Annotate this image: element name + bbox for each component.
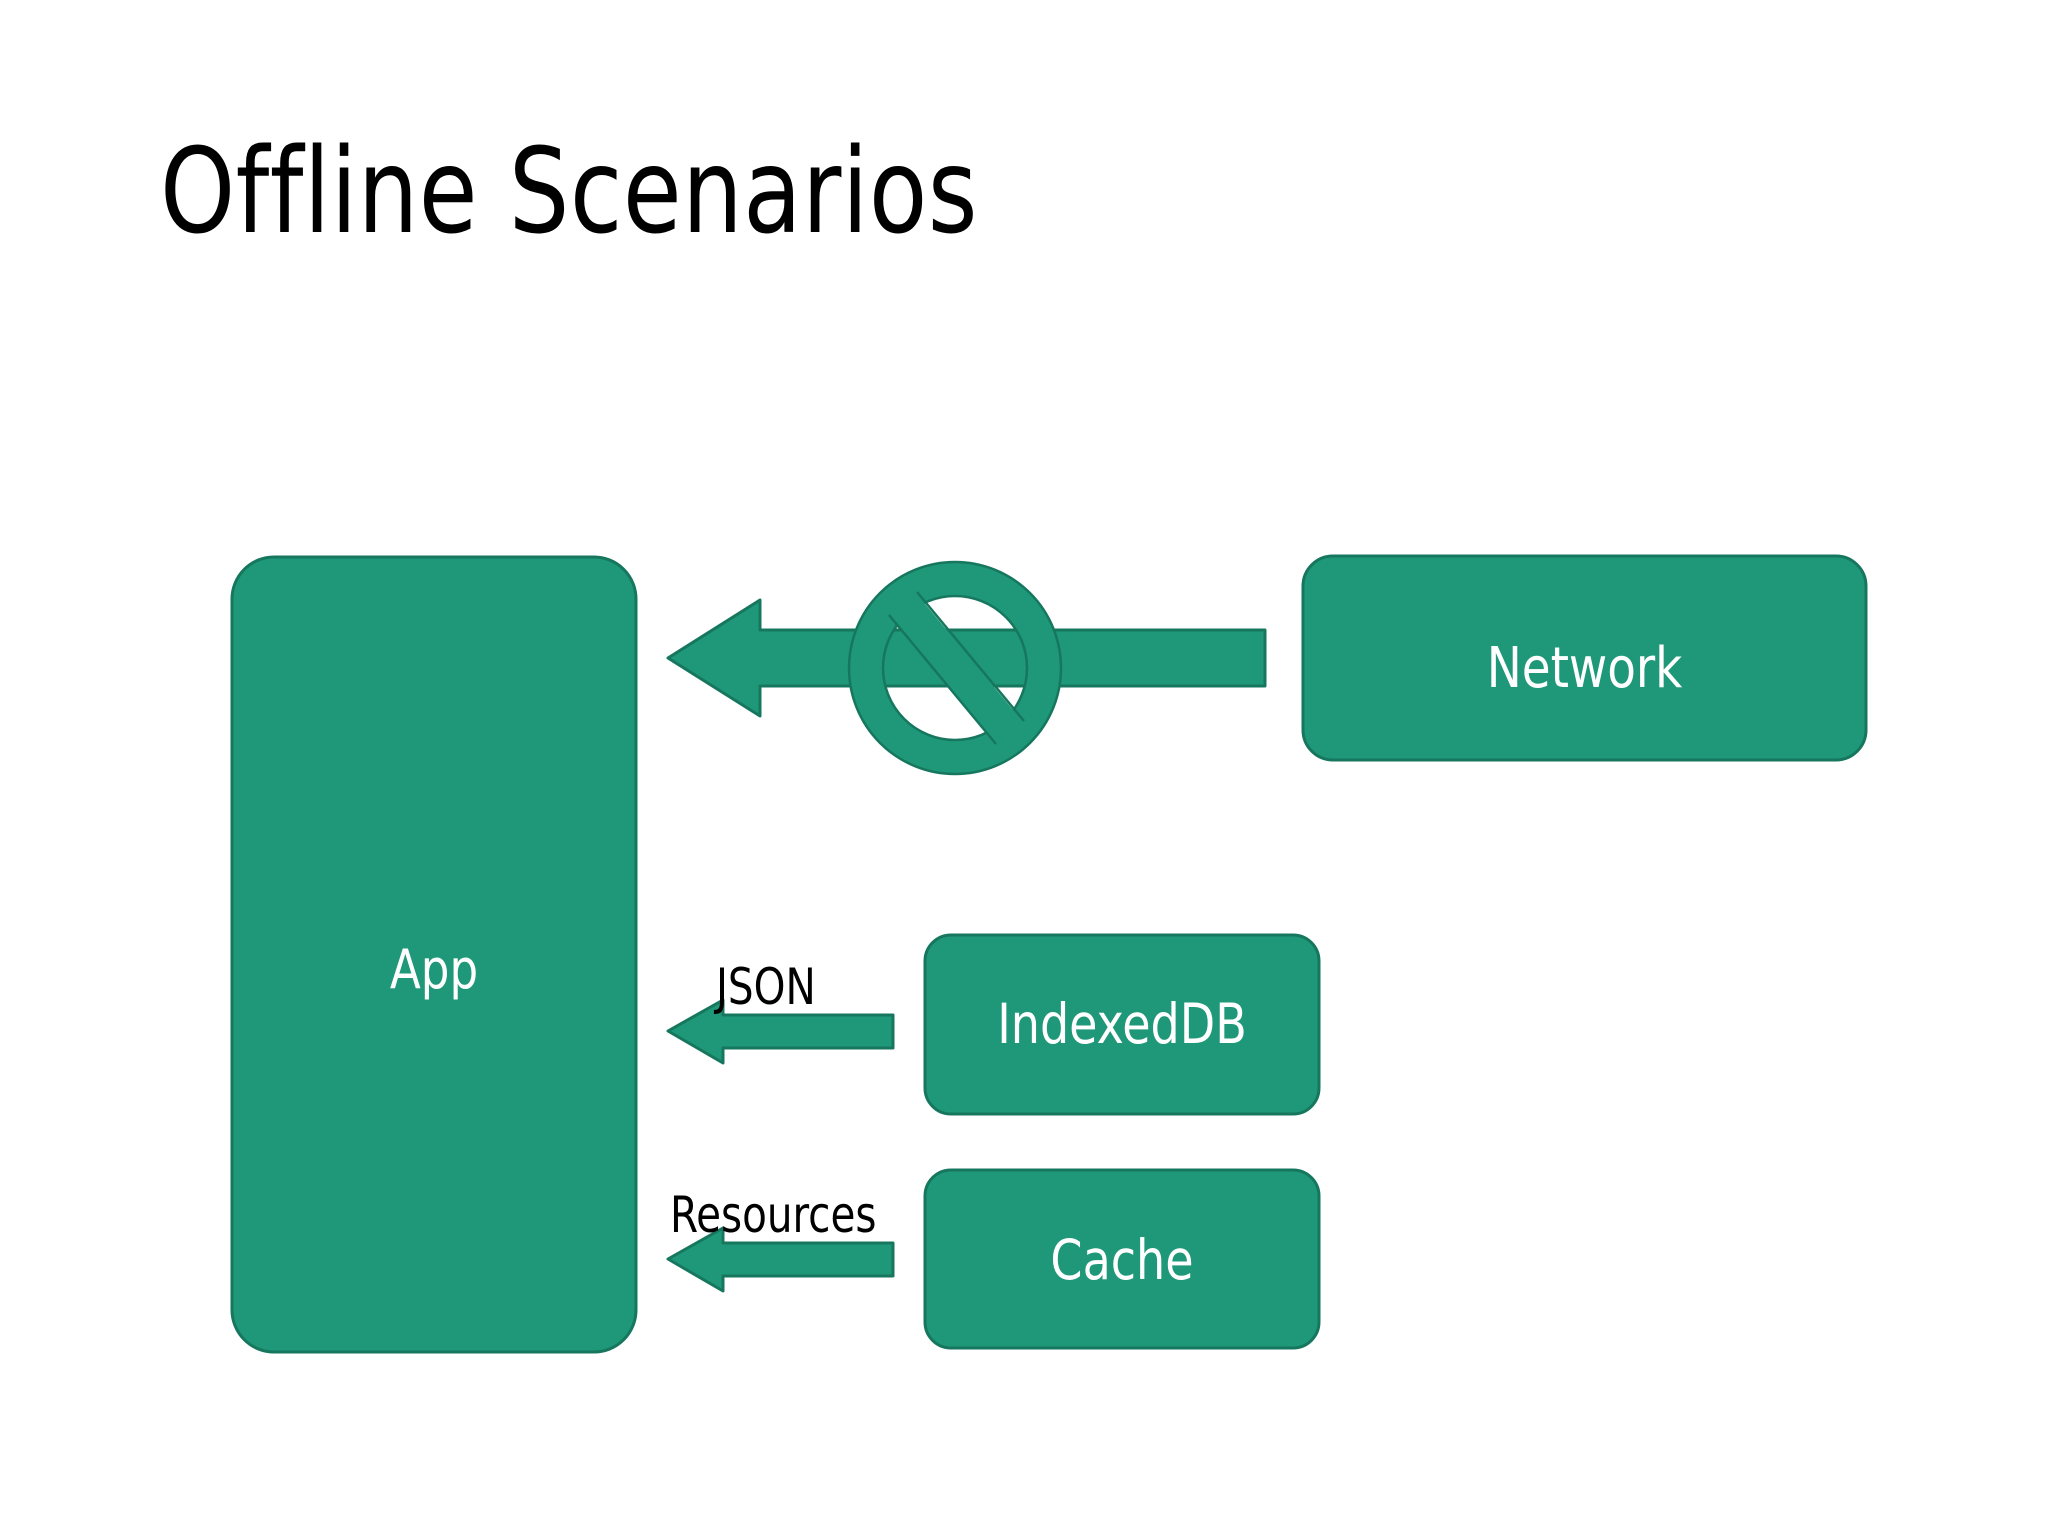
page-title: Offline Scenarios — [160, 122, 979, 260]
node-network[interactable] — [1301, 554, 1868, 762]
edge-label-resources: Resources — [670, 1186, 877, 1244]
node-cache[interactable] — [923, 1168, 1321, 1350]
node-network-label: Network — [1486, 636, 1683, 701]
arrow-cache-to-app — [666, 1226, 895, 1293]
node-app-label: App — [389, 938, 479, 1001]
arrow-indexeddb-to-app — [666, 998, 895, 1065]
node-app[interactable] — [230, 555, 638, 1354]
node-cache-label: Cache — [1050, 1228, 1194, 1292]
no-entry-icon — [847, 560, 1063, 776]
node-indexeddb[interactable] — [923, 933, 1321, 1116]
edge-label-json: JSON — [716, 958, 816, 1016]
node-indexeddb-label: IndexedDB — [997, 992, 1247, 1056]
